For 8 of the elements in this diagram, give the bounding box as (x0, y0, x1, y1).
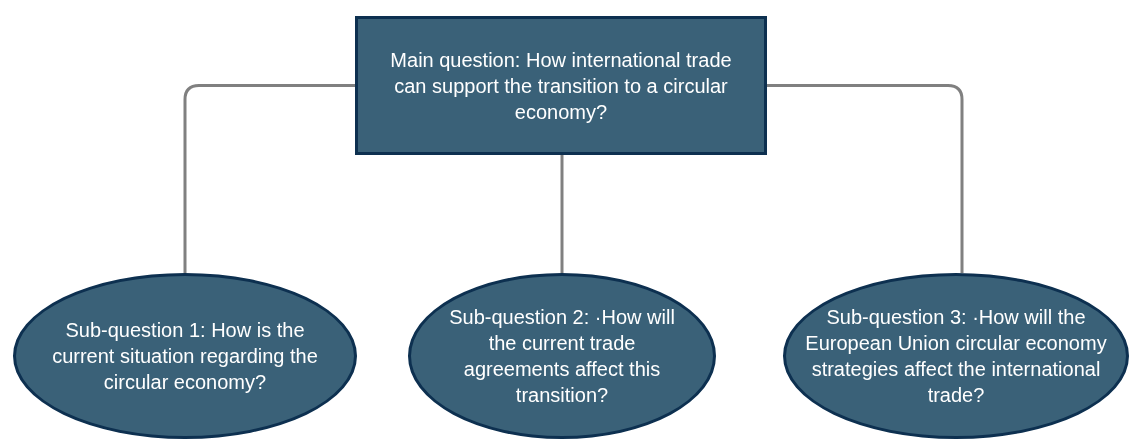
question-text: Sub-question 1: How is the current situation regarding the circular economy? (51, 318, 319, 395)
connector-line (560, 155, 564, 273)
connector-line (183, 84, 355, 273)
question-text: Sub-question 3: ·How will the European Union circular economy strategies affect the international trade? (804, 305, 1108, 408)
question-text: Main question: How international trade can support the transition to a circular economy? (389, 47, 733, 125)
connector-line (767, 84, 964, 273)
question-box (355, 16, 767, 155)
question-text: Sub-question 2: ·How will the current trade agreements affect this transition? (448, 305, 676, 408)
